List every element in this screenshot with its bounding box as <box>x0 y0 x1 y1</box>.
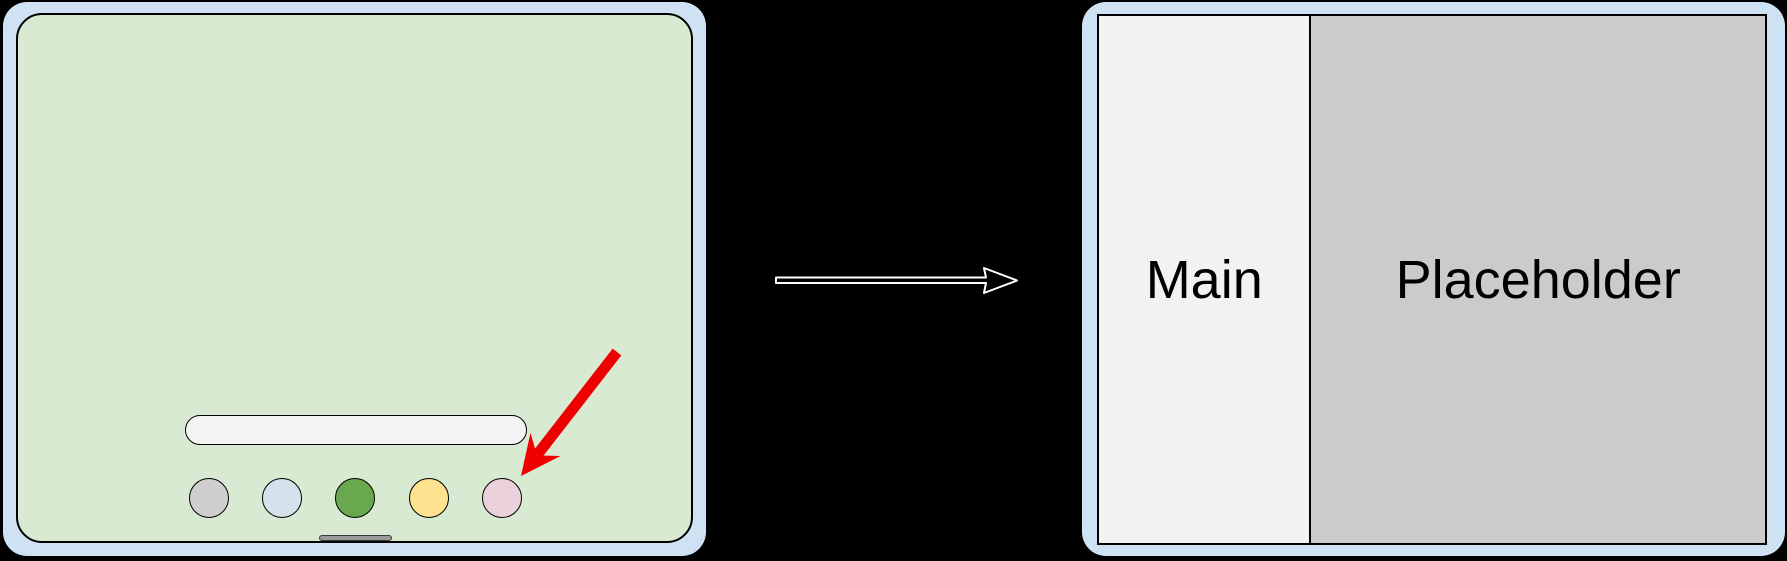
app-icon-pink[interactable] <box>482 478 522 518</box>
home-indicator[interactable] <box>319 535 392 541</box>
pane-main-label: Main <box>1145 249 1263 310</box>
pane-placeholder-label: Placeholder <box>1395 249 1681 310</box>
transition-arrow-icon <box>775 267 1018 294</box>
app-icon-yellow[interactable] <box>409 478 449 518</box>
home-screen <box>16 13 693 543</box>
app-icon-green[interactable] <box>335 478 375 518</box>
device-before <box>3 2 706 556</box>
search-bar[interactable] <box>185 415 527 445</box>
app-icon-blue[interactable] <box>262 478 302 518</box>
pane-main: Main <box>1099 16 1312 543</box>
app-icon-gray[interactable] <box>189 478 229 518</box>
pane-placeholder: Placeholder <box>1311 16 1765 543</box>
split-screen: Main Placeholder <box>1097 14 1767 545</box>
dock <box>18 478 695 518</box>
device-after: Main Placeholder <box>1082 2 1785 556</box>
